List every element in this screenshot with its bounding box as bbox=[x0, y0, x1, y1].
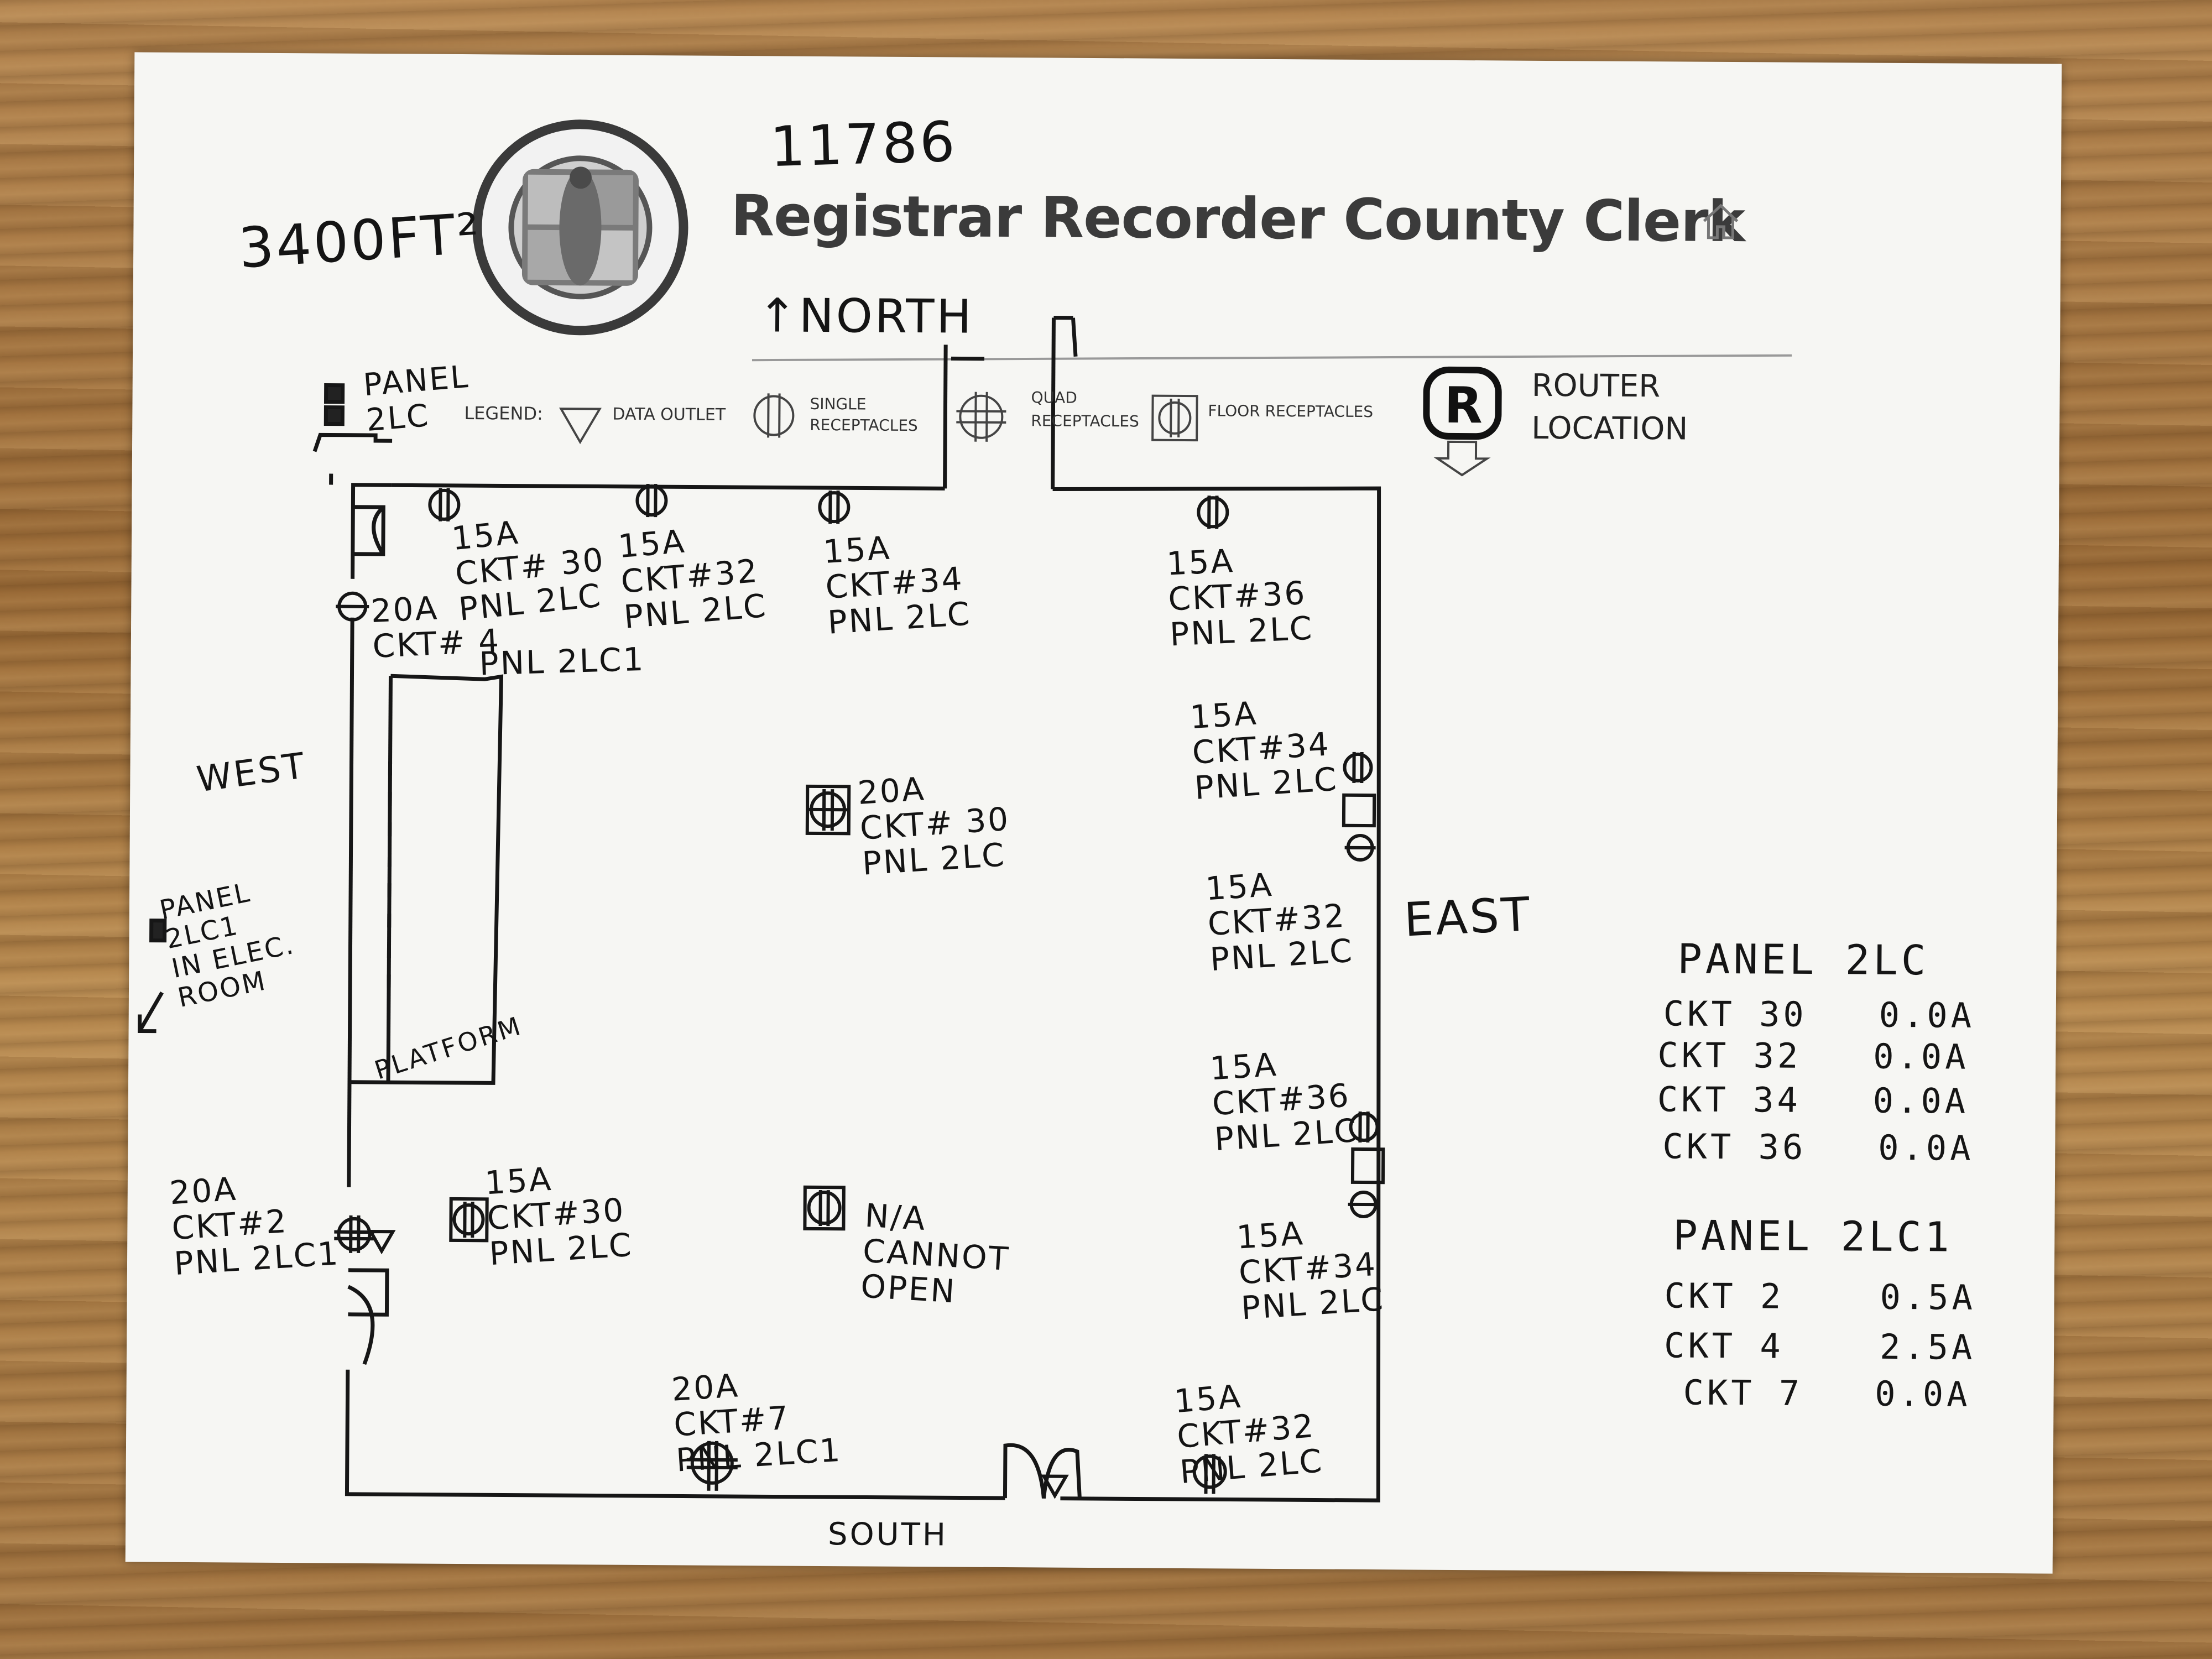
table-row: CKT 4 2.5A bbox=[1663, 1325, 1976, 1368]
legend-single-receptacles-2: RECEPTACLES bbox=[810, 415, 918, 435]
table-row: CKT 36 0.0A bbox=[1662, 1126, 1974, 1168]
table-heading: PANEL 2LC1 bbox=[1673, 1212, 1953, 1261]
circuit-label: PNL 2LC1 bbox=[478, 640, 646, 683]
table-row: CKT 30 0.0A bbox=[1663, 993, 1975, 1036]
legend-router-location-2: LOCATION bbox=[1531, 410, 1688, 447]
table-row: CKT 2 0.5A bbox=[1664, 1275, 1976, 1318]
legend-floor-receptacles: FLOOR RECEPTACLES bbox=[1208, 401, 1374, 421]
circuit-label: 15A CKT#34 PNL 2LC bbox=[1188, 694, 1339, 807]
circuit-label: N/A CANNOT OPEN bbox=[859, 1196, 1011, 1311]
circuit-label: 15A CKT#34 PNL 2LC bbox=[822, 529, 973, 641]
county-seal-logo bbox=[472, 119, 688, 336]
circuit-label: 15A CKT#34 PNL 2LC bbox=[1235, 1214, 1386, 1327]
table-row: CKT 7 0.0A bbox=[1683, 1372, 1971, 1415]
legend-label: LEGEND: bbox=[464, 403, 543, 424]
table-row: CKT 32 0.0A bbox=[1657, 1035, 1969, 1077]
legend-single-receptacles: SINGLE bbox=[810, 394, 867, 414]
legend-router-location: ROUTER bbox=[1531, 367, 1661, 405]
circuit-label: 15A CKT#32 PNL 2LC bbox=[1204, 865, 1355, 979]
circuit-label: 15A CKT#36 PNL 2LC bbox=[1208, 1045, 1359, 1159]
south-label: SOUTH bbox=[827, 1516, 948, 1553]
legend-quad-receptacles: QUAD bbox=[1031, 388, 1077, 407]
circuit-label: 20A CKT#2 PNL 2LC1 bbox=[168, 1170, 341, 1283]
circuit-label: 15A CKT#32 PNL 2LC bbox=[617, 522, 769, 636]
circuit-label: 15A CKT#36 PNL 2LC bbox=[1166, 542, 1314, 654]
svg-text:R: R bbox=[1444, 377, 1483, 435]
east-label: EAST bbox=[1402, 886, 1533, 947]
circuit-label: 20A CKT#7 PNL 2LC1 bbox=[670, 1366, 843, 1479]
paper-sheet: 11786 3400FT² Registrar Recorder County … bbox=[125, 52, 2062, 1574]
table-heading: PANEL 2LC bbox=[1677, 935, 1929, 985]
legend-data-outlet: DATA OUTLET bbox=[612, 404, 726, 425]
circuit-label: 15A CKT#32 PNL 2LC bbox=[1172, 1377, 1325, 1491]
circuit-label: 20A CKT# 30 PNL 2LC bbox=[856, 770, 1011, 883]
legend-quad-receptacles-2: RECEPTACLES bbox=[1031, 411, 1139, 431]
circuit-label: 15A CKT#30 PNL 2LC bbox=[483, 1160, 634, 1273]
table-row: CKT 34 0.0A bbox=[1657, 1079, 1969, 1121]
panel-2lc-label: PANEL 2LC bbox=[362, 358, 471, 439]
panel-2lc1-note: PANEL 2LC1 IN ELEC. ROOM bbox=[156, 877, 298, 1014]
home-icon bbox=[1703, 204, 1739, 239]
floor-plan-drawing: R bbox=[138, 316, 1792, 1503]
